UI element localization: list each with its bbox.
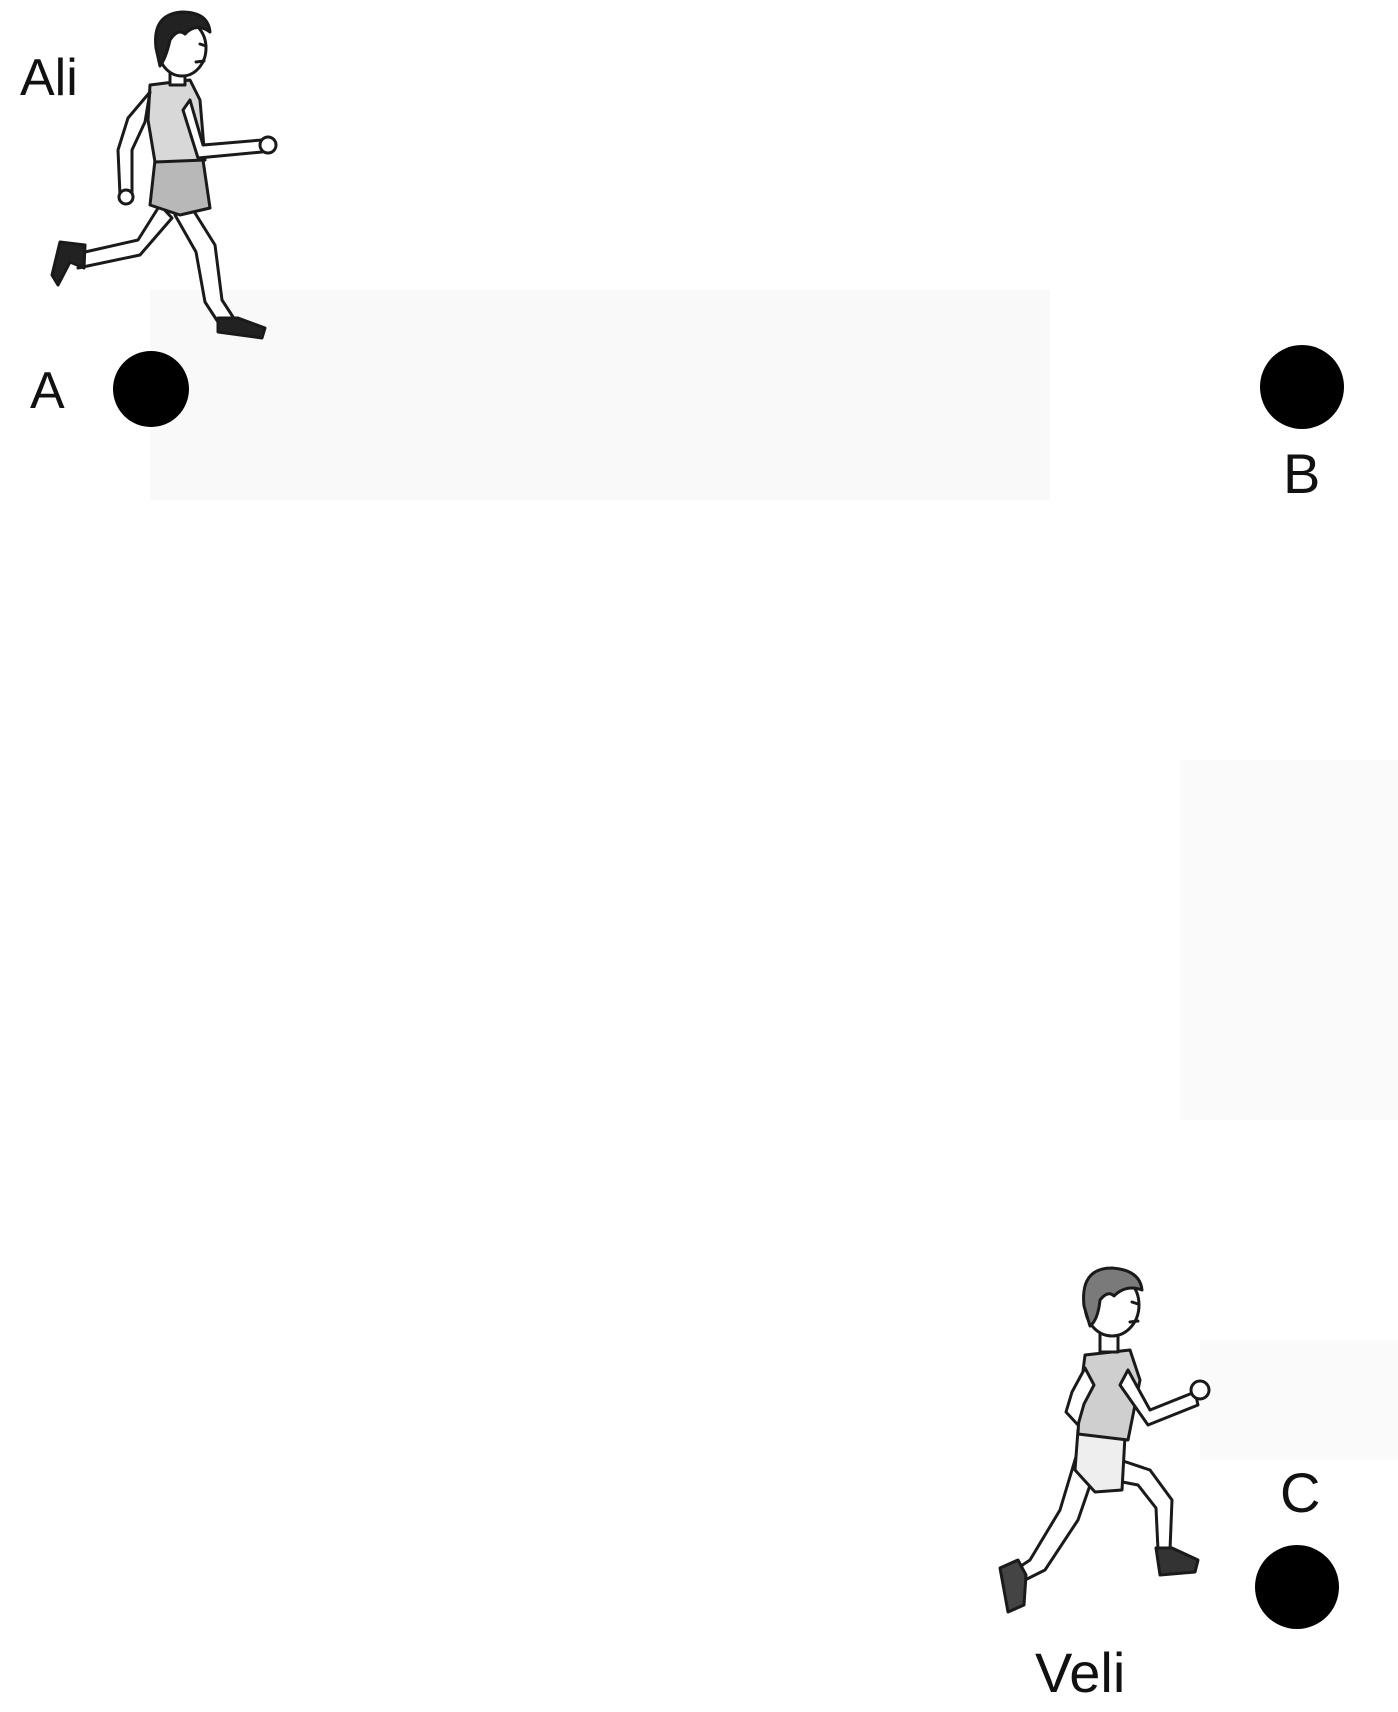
point-b-label: B [1283,442,1320,505]
veli-runner-icon [1000,1268,1209,1612]
point-c-dot [1255,1545,1339,1629]
ali-runner-icon [52,12,276,338]
point-c-label: C [1280,1461,1320,1524]
veli-label: Veli [1035,1641,1125,1704]
page-bleed-through [150,290,1398,1460]
point-b-dot [1260,345,1344,429]
ali-label: Ali [20,49,78,107]
point-a-label: A [30,362,65,420]
point-a-dot [113,351,189,427]
